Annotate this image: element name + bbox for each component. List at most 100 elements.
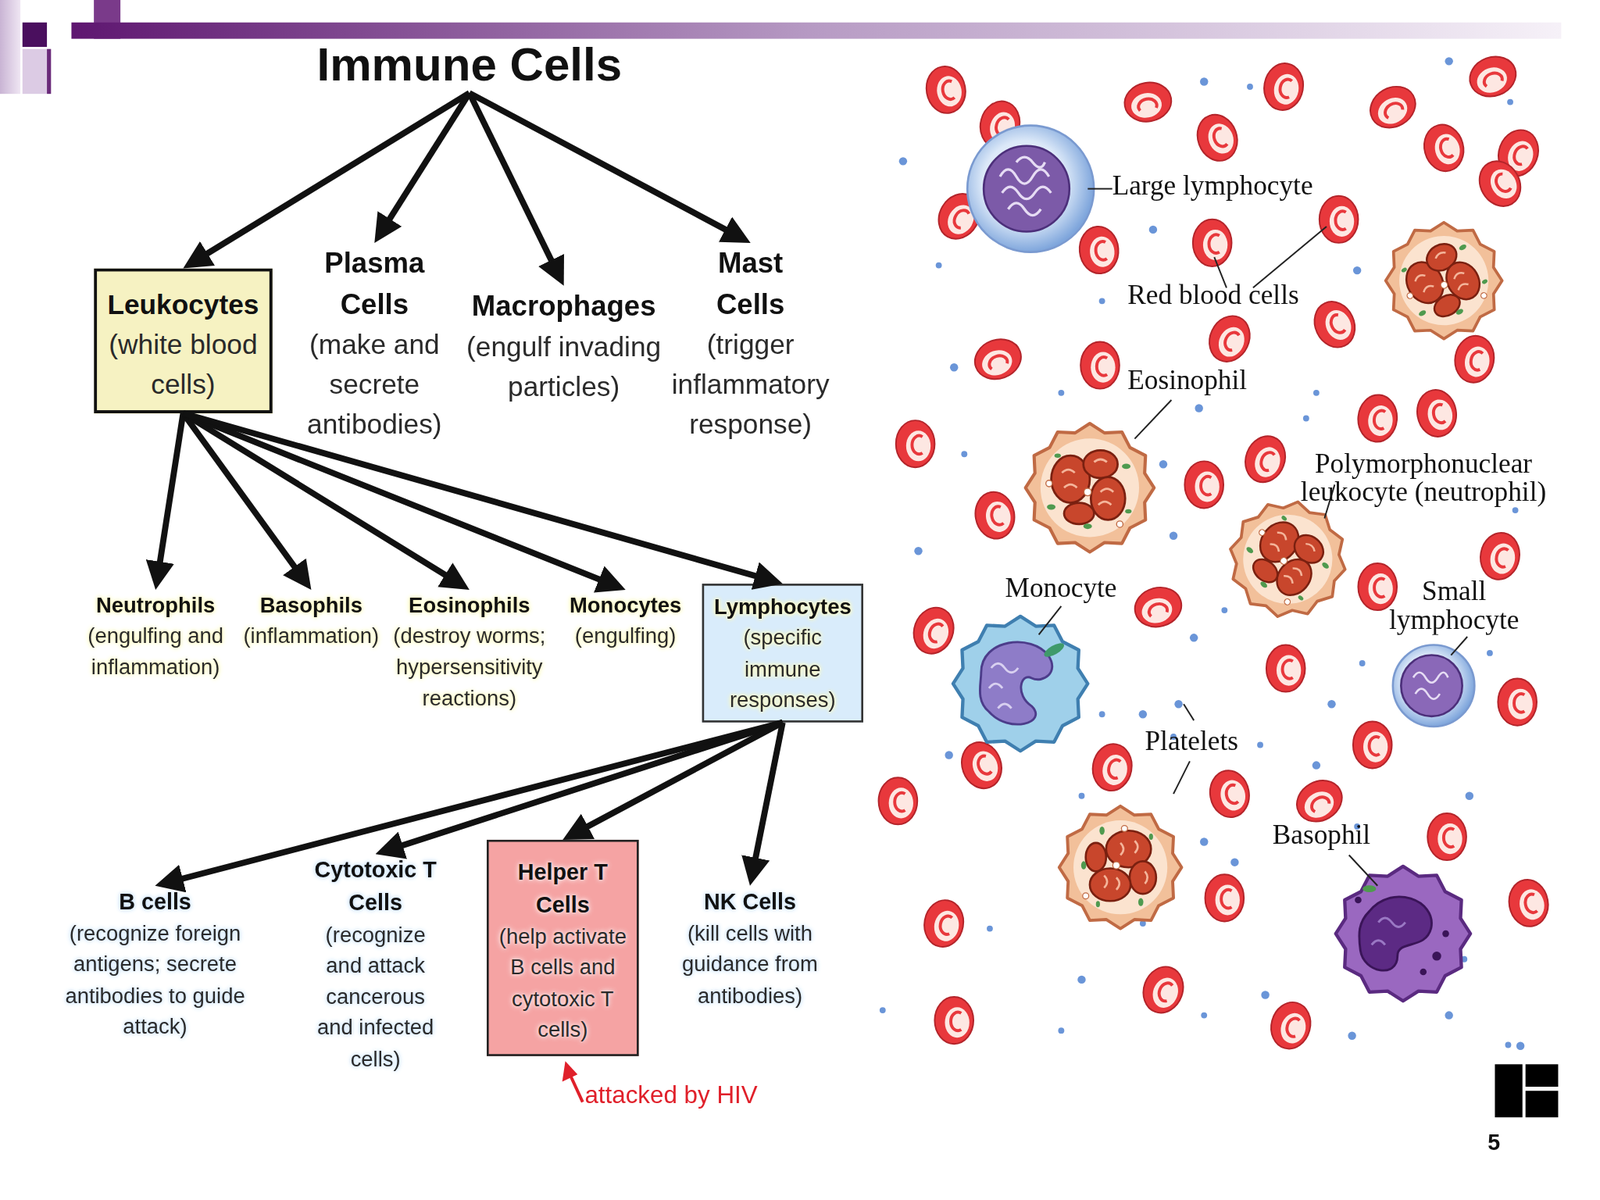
basophil-cell [1359,896,1433,971]
cell-function: (recognize and attack cancerous and infe… [306,919,446,1075]
platelet [1505,1042,1512,1049]
red-blood-cell [878,777,918,825]
platelet [1221,607,1228,614]
hierarchy-arrow [571,722,783,836]
platelet [1099,297,1106,304]
root-heading: Immune Cells [265,36,674,93]
slide-decoration [46,49,51,94]
platelet [914,546,922,555]
category-node: Cytotoxic T Cells(recognize and attack c… [306,853,446,1075]
red-blood-cell [1413,386,1460,440]
hierarchy-arrow [182,413,773,582]
red-blood-cell [1080,342,1120,390]
cell-name: Macrophages [459,285,669,328]
red-blood-cell [1357,563,1397,611]
cell-name: Cytotoxic T Cells [314,853,437,919]
basophil-cell [1354,896,1362,904]
platelet [1327,700,1336,708]
platelet [1078,792,1086,800]
basophil-cell [1335,866,1471,1001]
cell-function: (destroy worms; hypersensitivity reactio… [387,621,551,715]
platelet [1057,389,1065,397]
platelet [1174,700,1183,708]
leader-line [1087,188,1112,190]
cell-label: Red blood cells [1127,280,1299,310]
red-blood-cell [1206,767,1253,821]
slide-decoration [22,49,47,94]
leader-line [1173,760,1190,794]
granulocyte-cell [1025,423,1155,553]
category-node: Eosinophils(destroy worms; hypersensitiv… [387,589,551,715]
platelet [1099,710,1106,718]
red-blood-cell [1077,225,1121,275]
hierarchy-arrow [469,92,560,277]
red-blood-cell [1266,644,1306,692]
basophil-cell [1442,930,1450,938]
platelet [899,157,908,165]
slide-logo [1525,1090,1559,1118]
red-blood-cell [1260,60,1307,114]
cell-label: Monocyte [1005,573,1118,603]
platelet [935,262,943,269]
large-lymphocyte-cell [1000,157,1051,215]
granulocyte-cell [1059,806,1183,929]
basophil-cell [1371,917,1406,945]
hierarchy-arrow [157,413,183,580]
platelet [1444,57,1453,65]
category-node: Mast Cells(trigger inflammatory response… [660,242,840,446]
cell-label: Platelets [1144,726,1238,756]
cell-function: (trigger inflammatory response) [660,325,840,446]
cell-function: (engulf invading particles) [459,327,669,408]
category-node: Macrophages(engulf invading particles) [459,285,669,408]
cell-name: Eosinophils [387,589,551,622]
page-number: 5 [1487,1130,1500,1154]
cell-function: (white blood cells) [99,325,268,406]
red-blood-cell [1089,740,1136,794]
monocyte-cell [989,663,1018,708]
platelet [1077,975,1086,984]
slide-decoration [22,22,47,47]
slide-decoration [71,22,1561,40]
cell-name: Helper T Cells [506,856,619,922]
red-blood-cell [896,420,936,468]
cell-name: Leukocytes [99,285,268,326]
category-node: Plasma Cells(make and secrete antibodies… [297,242,451,446]
platelet [1194,403,1203,412]
leader-line [1039,606,1062,636]
platelet [879,1007,886,1014]
red-blood-cell [1471,153,1529,215]
red-blood-cell [1191,109,1244,167]
red-blood-cell [1307,295,1362,354]
highlight-box: Lymphocytes(specific immune responses) [702,583,864,723]
platelet [879,57,1525,1050]
slide-logo [1494,1064,1522,1118]
red-blood-cell [1205,874,1245,922]
category-node: Neutrophils(engulfing and inflammation) [81,589,229,683]
hierarchy-arrow [752,722,783,876]
monocyte-cell [1042,640,1067,660]
slide-logo [1494,1064,1558,1118]
basophil-cell [1362,885,1376,893]
basophil-cell [1432,951,1441,961]
platelet [1200,77,1208,86]
platelet [1486,650,1493,657]
platelet [1313,389,1320,397]
slide-decoration [0,0,21,94]
red-blood-cell [1356,392,1400,443]
red-blood-cell [1184,460,1224,508]
hierarchy-arrow [164,722,783,884]
cell-function: (engulfing and inflammation) [81,621,229,684]
basophil-cell [1335,866,1471,1001]
cell-name: Basophils [234,589,388,622]
monocyte-cell [953,616,1088,751]
cell-name: Lymphocytes [706,592,860,624]
platelet [1230,857,1239,866]
hierarchy-arrow [182,413,305,582]
monocyte-cell [953,616,1088,751]
platelet [1312,760,1321,769]
platelet [1303,415,1310,422]
red-blood-cell [907,601,961,659]
platelet [1200,1012,1208,1019]
red-blood-cell [1497,678,1537,726]
cell-function: (kill cells with guidance from antibodie… [663,917,837,1011]
